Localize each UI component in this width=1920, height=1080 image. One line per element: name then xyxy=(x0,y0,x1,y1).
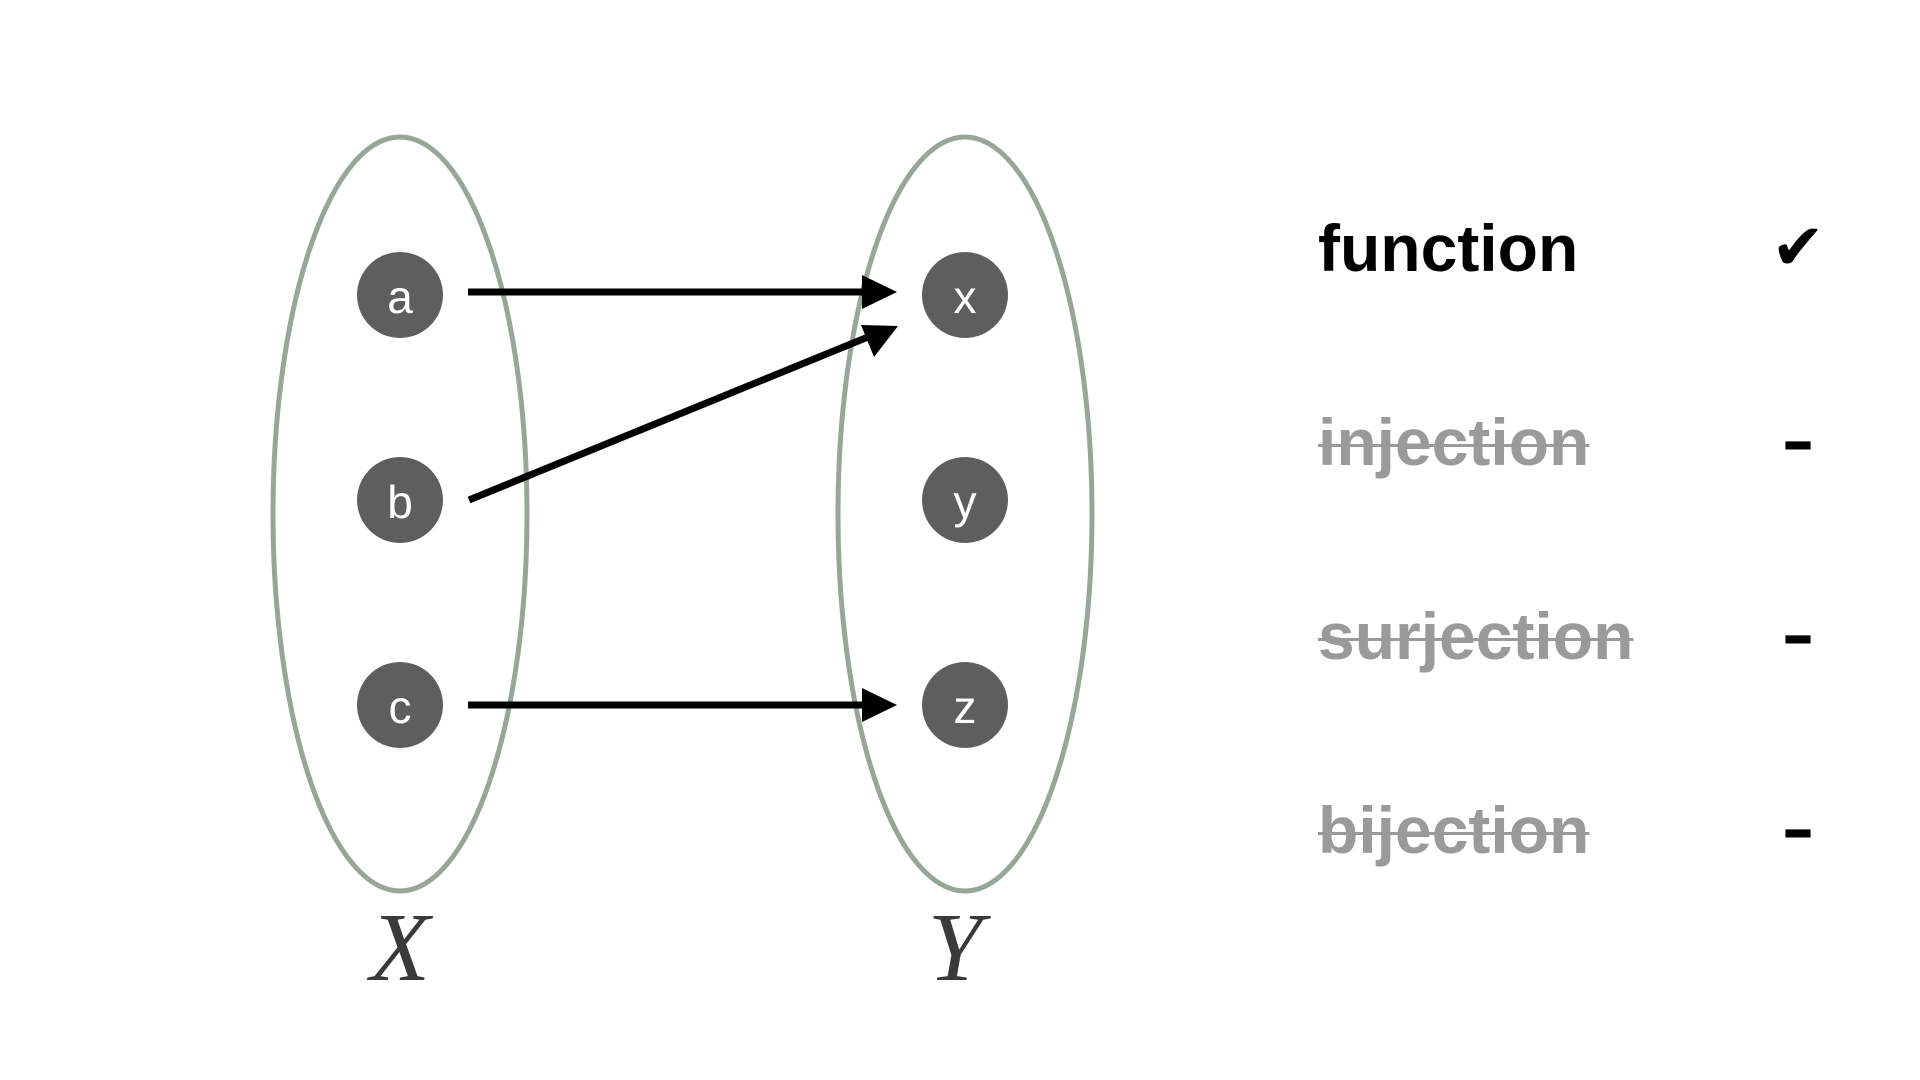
element-y-label: y xyxy=(954,476,977,528)
element-b-label: b xyxy=(387,476,413,528)
dash-icon: – xyxy=(1782,793,1814,867)
element-b-dot xyxy=(357,457,443,543)
arrow-a-to-x xyxy=(468,275,897,309)
element-x-dot xyxy=(922,252,1008,338)
set-y-label: Y xyxy=(928,894,992,1002)
set-x-outline xyxy=(270,134,530,894)
property-surjection-label: surjection xyxy=(1318,599,1634,673)
element-c-dot xyxy=(357,662,443,748)
check-mark-icon: ✔ xyxy=(1771,211,1825,285)
mapping-arrows xyxy=(467,275,898,722)
dash-icon: – xyxy=(1782,405,1814,479)
element-a-label: a xyxy=(387,271,413,323)
property-function-label: function xyxy=(1318,211,1579,285)
set-y-outline xyxy=(835,134,1095,894)
property-row-bijection: bijection – xyxy=(1318,790,1838,870)
property-row-surjection: surjection – xyxy=(1318,596,1838,676)
arrow-c-to-z xyxy=(468,688,897,722)
property-row-function: function ✔ xyxy=(1318,208,1838,288)
property-row-injection: injection – xyxy=(1318,402,1838,482)
set-x: a b c X xyxy=(270,134,530,1002)
dash-icon: – xyxy=(1782,599,1814,673)
set-y: x y z Y xyxy=(835,134,1095,1002)
element-y-dot xyxy=(922,457,1008,543)
arrow-b-to-x xyxy=(467,325,898,504)
element-z-dot xyxy=(922,662,1008,748)
set-x-label: X xyxy=(366,894,434,1002)
element-c-label: c xyxy=(389,681,412,733)
element-z-label: z xyxy=(954,681,977,733)
property-injection-label: injection xyxy=(1318,405,1590,479)
element-x-label: x xyxy=(954,271,977,323)
element-a-dot xyxy=(357,252,443,338)
property-bijection-label: bijection xyxy=(1318,793,1590,867)
